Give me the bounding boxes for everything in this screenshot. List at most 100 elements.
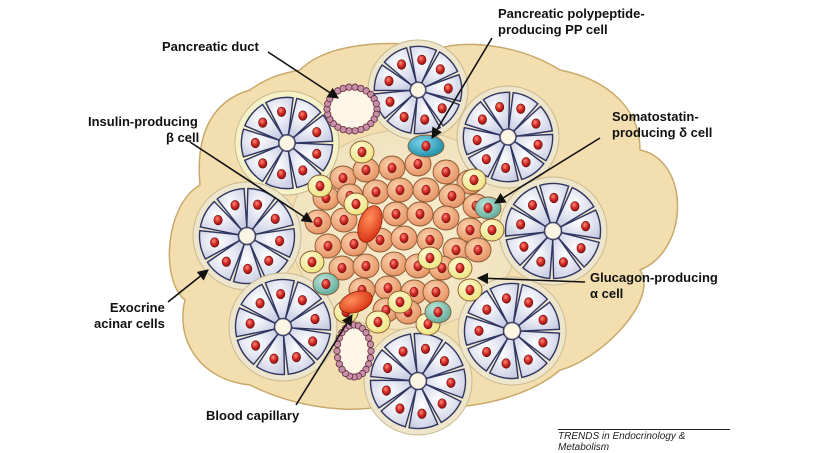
acinar-cell bbox=[292, 142, 334, 172]
nucleus bbox=[357, 146, 367, 158]
beta-cell bbox=[432, 205, 460, 231]
nucleus bbox=[473, 244, 483, 256]
duct-cell bbox=[339, 84, 347, 93]
beta-cell bbox=[422, 279, 450, 305]
acinus-lumen bbox=[409, 372, 427, 390]
label-alpha-cell: Glucagon-producing α cell bbox=[590, 270, 718, 301]
duct bbox=[333, 321, 375, 381]
beta-cell bbox=[404, 151, 432, 177]
nucleus bbox=[469, 174, 479, 186]
nucleus bbox=[501, 358, 511, 369]
nucleus bbox=[441, 212, 451, 224]
nucleus bbox=[415, 208, 425, 220]
nucleus bbox=[495, 102, 505, 113]
nucleus bbox=[516, 219, 526, 230]
acinar-cell bbox=[560, 209, 602, 240]
nucleus bbox=[397, 59, 407, 70]
nucleus bbox=[373, 316, 383, 328]
acinar-cell bbox=[462, 126, 502, 156]
nucleus bbox=[487, 224, 497, 236]
nucleus bbox=[395, 403, 405, 414]
beta-cell bbox=[438, 183, 466, 209]
duct-cell bbox=[366, 340, 375, 348]
acinar-cell bbox=[482, 91, 511, 131]
nucleus bbox=[441, 166, 451, 178]
label-pp-cell: Pancreatic polypeptide- producing PP cel… bbox=[498, 6, 645, 37]
alpha-cell bbox=[365, 310, 391, 334]
nucleus bbox=[523, 354, 533, 365]
acinus-lumen bbox=[544, 222, 562, 240]
nucleus bbox=[258, 117, 268, 128]
nucleus bbox=[276, 288, 286, 300]
acinar-cell bbox=[240, 128, 280, 158]
acinar-cell bbox=[264, 96, 294, 137]
nucleus bbox=[483, 202, 493, 214]
nucleus bbox=[361, 164, 371, 176]
nucleus bbox=[221, 256, 231, 267]
acinus bbox=[456, 85, 560, 189]
nucleus bbox=[251, 340, 261, 351]
acinar-cell bbox=[198, 229, 241, 260]
beta-cell bbox=[380, 251, 408, 277]
alpha-cell bbox=[343, 192, 369, 216]
beta-cell bbox=[464, 237, 492, 263]
alpha-cell bbox=[479, 218, 505, 242]
acinar-cell bbox=[254, 227, 296, 259]
nucleus bbox=[349, 238, 359, 250]
nucleus bbox=[420, 114, 430, 125]
beta-cell bbox=[314, 233, 342, 259]
nucleus bbox=[315, 180, 325, 192]
nucleus bbox=[417, 408, 427, 419]
arrow-beta-cell bbox=[189, 141, 313, 223]
nucleus bbox=[521, 157, 531, 168]
duct-cell bbox=[367, 347, 375, 355]
duct-cell bbox=[333, 354, 342, 362]
acinus bbox=[234, 90, 340, 196]
acinar-cell bbox=[264, 149, 294, 190]
acinus bbox=[498, 176, 608, 286]
nucleus bbox=[398, 346, 408, 357]
acinar-cell bbox=[552, 237, 582, 280]
acinar-cell bbox=[289, 301, 332, 331]
capillary-cell bbox=[339, 290, 373, 314]
nucleus bbox=[477, 114, 487, 125]
acinus-lumen bbox=[238, 227, 256, 245]
nucleus bbox=[275, 235, 285, 247]
acinar-cell bbox=[425, 368, 467, 399]
nucleus bbox=[298, 165, 308, 176]
nucleus bbox=[383, 362, 393, 374]
nucleus bbox=[437, 103, 447, 114]
nucleus bbox=[264, 255, 274, 266]
acinar-cell bbox=[518, 301, 561, 332]
acinar-cell bbox=[246, 187, 277, 230]
nucleus bbox=[501, 293, 511, 304]
nucleus bbox=[421, 140, 431, 152]
nucleus bbox=[395, 184, 405, 196]
nucleus bbox=[371, 186, 381, 198]
nucleus bbox=[312, 148, 322, 159]
nucleus bbox=[481, 154, 491, 165]
acinar-cell bbox=[373, 64, 413, 92]
nucleus bbox=[455, 262, 465, 274]
acinus-lumen bbox=[503, 322, 521, 340]
nucleus bbox=[385, 96, 395, 107]
nucleus bbox=[516, 103, 526, 114]
beta-cell bbox=[412, 177, 440, 203]
nucleus bbox=[431, 286, 441, 298]
islet-cells bbox=[299, 134, 505, 336]
duct-cell bbox=[372, 100, 380, 108]
nucleus bbox=[253, 199, 263, 210]
label-capillary: Blood capillary bbox=[206, 408, 300, 423]
acinus bbox=[367, 39, 469, 141]
acinar-cell bbox=[424, 73, 463, 103]
alpha-cell bbox=[299, 250, 325, 274]
label-pancreatic-duct: Pancreatic duct bbox=[162, 39, 259, 54]
nucleus bbox=[351, 198, 361, 210]
nucleus bbox=[425, 234, 435, 246]
nucleus bbox=[417, 54, 427, 65]
alpha-cell bbox=[307, 174, 333, 198]
acinar-cell bbox=[408, 388, 439, 430]
acinus-lumen bbox=[278, 134, 296, 152]
credit-line: TRENDS in Endocrinology & Metabolism bbox=[558, 429, 730, 453]
label-acinar: Exocrine acinar cells bbox=[94, 300, 165, 331]
